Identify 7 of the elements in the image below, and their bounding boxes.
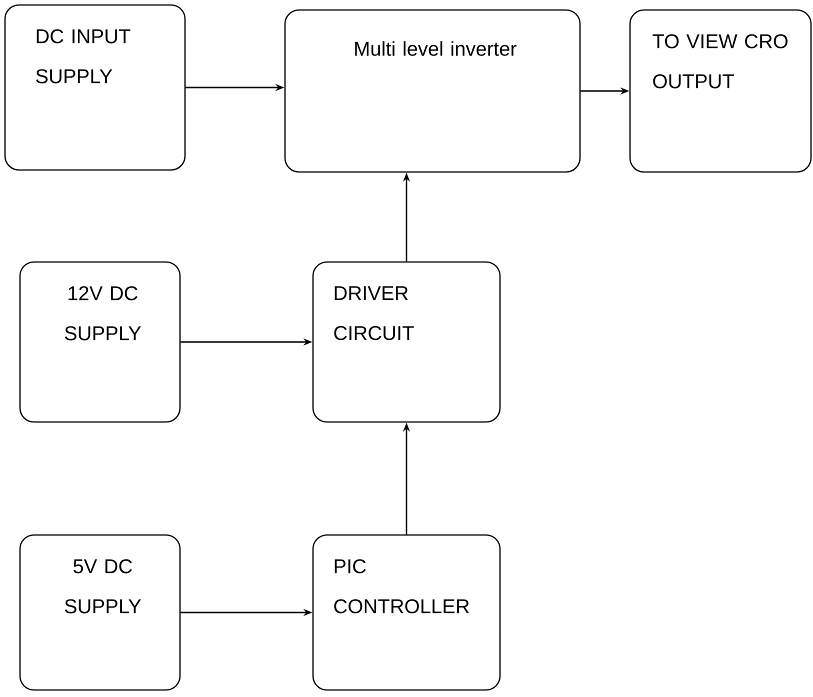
process-box: TO VIEW CRO OUTPUT — [629, 9, 812, 173]
process-box: 12V DC SUPPLY — [19, 261, 181, 423]
process-box: PIC CONTROLLER — [312, 534, 501, 691]
process-box: Multi level inverter — [284, 9, 581, 173]
process-box: 5V DC SUPPLY — [19, 534, 181, 691]
process-box: DC INPUT SUPPLY — [4, 4, 186, 171]
process-box: DRIVER CIRCUIT — [312, 261, 501, 423]
